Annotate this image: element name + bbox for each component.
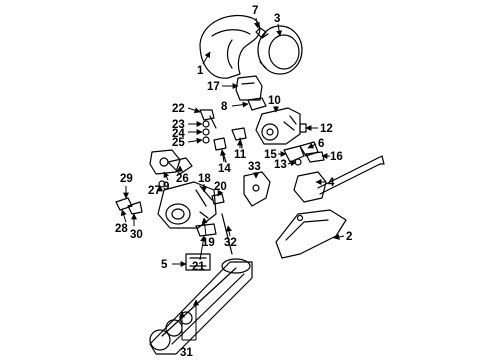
part-28-clip <box>115 197 133 211</box>
part-19-rod <box>199 211 209 219</box>
callout-22: 22 <box>172 103 185 115</box>
callout-3: 3 <box>274 13 280 25</box>
leader-lines <box>120 17 345 341</box>
callout-23: 23 <box>172 119 185 131</box>
leader-13 <box>287 160 297 167</box>
part-4-shaft-assembly <box>293 155 385 203</box>
part-16-clip <box>305 151 325 163</box>
callout-27: 27 <box>148 185 161 197</box>
callout-1: 1 <box>197 65 204 77</box>
part-23-screw <box>202 120 210 128</box>
callout-31: 31 <box>180 347 193 359</box>
callout-28: 28 <box>115 223 128 235</box>
leader-7 <box>253 17 260 29</box>
part-7-clip <box>255 27 267 39</box>
part-1-upper-shroud <box>199 14 261 79</box>
callout-19: 19 <box>202 237 215 249</box>
callout-8: 8 <box>221 101 228 113</box>
callout-13: 13 <box>274 159 287 171</box>
part-9-switch <box>149 149 181 175</box>
leader-25 <box>187 137 203 144</box>
callout-18: 18 <box>198 173 211 185</box>
callout-7: 7 <box>252 5 258 17</box>
part-12-bolt <box>299 123 307 133</box>
callout-26: 26 <box>176 173 189 185</box>
part-32-rod <box>221 213 233 255</box>
callout-25: 25 <box>172 137 185 149</box>
part-25-screw <box>202 136 210 144</box>
callout-30: 30 <box>130 229 143 241</box>
callout-11: 11 <box>234 149 247 161</box>
part-30-clip <box>127 201 143 215</box>
callout-6: 6 <box>318 138 324 150</box>
part-10-housing <box>255 107 301 145</box>
leader-21 <box>199 235 207 261</box>
leader-28 <box>120 209 127 223</box>
callout-29: 29 <box>120 173 133 185</box>
leader-2 <box>333 233 345 240</box>
callout-labels: 1 2 3 4 5 6 7 8 9 10 11 12 13 14 15 16 1… <box>115 5 352 359</box>
leader-32 <box>226 225 233 237</box>
part-2-bracket <box>275 209 347 259</box>
part-15-switch <box>283 145 305 163</box>
callout-9: 9 <box>163 181 169 193</box>
callout-21: 21 <box>192 261 205 273</box>
callout-16: 16 <box>330 151 343 163</box>
callout-33: 33 <box>248 161 261 173</box>
part-8-piece <box>247 97 267 111</box>
callout-15: 15 <box>264 149 277 161</box>
callout-20: 20 <box>214 181 227 193</box>
callout-24: 24 <box>172 128 185 140</box>
callout-10: 10 <box>268 95 281 107</box>
callout-32: 32 <box>224 237 237 249</box>
leader-20 <box>217 189 224 197</box>
leader-19 <box>201 217 208 237</box>
part-24-screw <box>202 128 210 136</box>
part-14-link <box>213 137 227 163</box>
leader-8 <box>231 101 249 108</box>
leader-6 <box>307 142 317 149</box>
callout-5: 5 <box>161 259 168 271</box>
callout-2: 2 <box>346 231 352 243</box>
callout-4: 4 <box>328 177 335 189</box>
leader-14 <box>219 149 226 163</box>
part-31-column <box>149 258 253 355</box>
part-26-plate <box>167 157 193 175</box>
part-22-clip <box>199 109 215 121</box>
leader-22 <box>187 107 201 114</box>
callout-17: 17 <box>207 81 220 93</box>
leader-1 <box>202 51 211 65</box>
callout-14: 14 <box>218 163 231 175</box>
leader-9 <box>163 171 170 181</box>
part-3-ring <box>257 25 303 75</box>
part-11-pin <box>231 127 247 149</box>
leader-3 <box>276 23 283 37</box>
part-33-bracket <box>243 171 271 207</box>
part-22-rod <box>209 115 217 129</box>
callout-12: 12 <box>320 123 333 135</box>
part-17-bracket <box>235 75 263 101</box>
part-21-bracket <box>195 223 217 237</box>
